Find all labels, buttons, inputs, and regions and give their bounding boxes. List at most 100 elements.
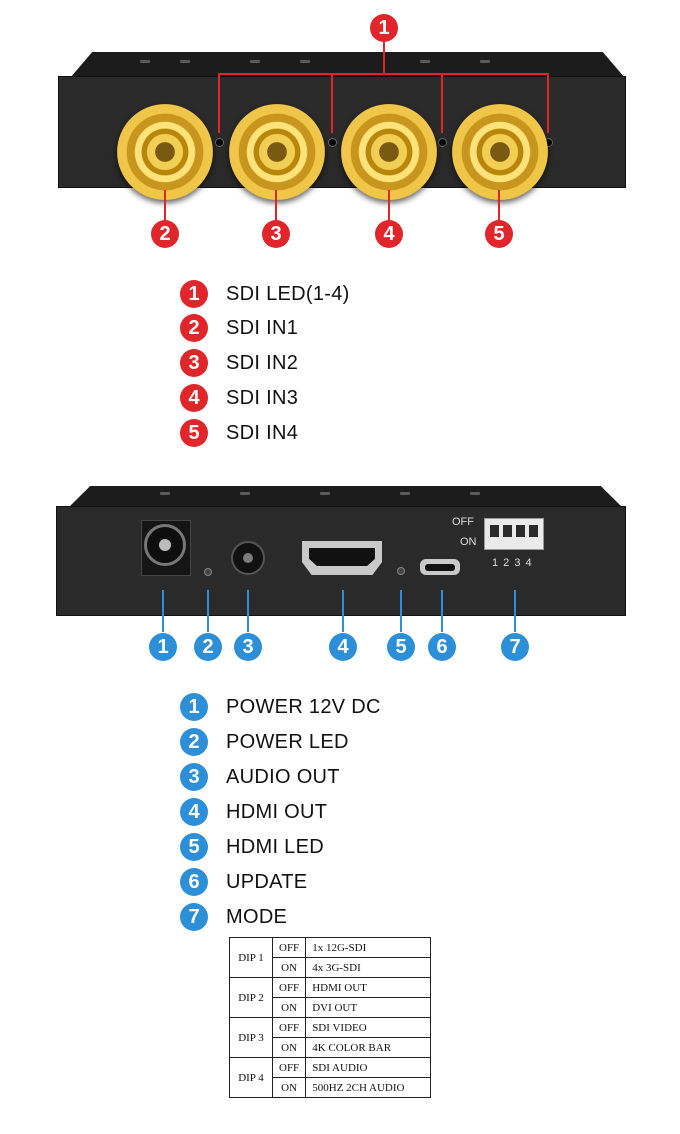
dip-off-desc: SDI AUDIO bbox=[305, 1057, 432, 1078]
callout-badge-1: 1 bbox=[149, 633, 177, 661]
vent bbox=[250, 60, 260, 63]
dip-switch-1 bbox=[490, 525, 499, 537]
power-jack bbox=[144, 524, 186, 566]
dip-switch-3 bbox=[516, 525, 525, 537]
callout-badge-1: 1 bbox=[370, 14, 398, 42]
legend-item: 7 MODE bbox=[180, 902, 287, 932]
callout-badge-2: 2 bbox=[151, 220, 179, 248]
dip-state-on: ON bbox=[271, 1037, 307, 1058]
dip-label: DIP 1 bbox=[229, 937, 273, 978]
vent bbox=[420, 60, 430, 63]
vent bbox=[240, 492, 250, 495]
legend-label: AUDIO OUT bbox=[226, 765, 340, 788]
callout-bracket bbox=[218, 73, 548, 75]
legend-item: 5 SDI IN4 bbox=[180, 418, 298, 448]
legend-item: 6 UPDATE bbox=[180, 867, 307, 897]
dip-switch-2 bbox=[503, 525, 512, 537]
vent bbox=[400, 492, 410, 495]
legend-badge: 2 bbox=[180, 314, 208, 342]
power-led bbox=[204, 568, 212, 576]
dip-on-label: ON bbox=[460, 536, 477, 548]
table-row: ON DVI OUT bbox=[230, 997, 432, 1018]
legend-badge: 7 bbox=[180, 903, 208, 931]
table-row: DIP 1 OFF 1x 12G-SDI bbox=[229, 937, 432, 978]
callout-line bbox=[498, 190, 500, 220]
table-row: DIP 4 OFF SDI AUDIO bbox=[229, 1057, 432, 1098]
sdi-led-3 bbox=[438, 138, 447, 147]
legend-item: 3 AUDIO OUT bbox=[180, 762, 340, 792]
bnc-connector-sdi-in4 bbox=[452, 104, 548, 200]
legend-badge: 4 bbox=[180, 798, 208, 826]
dip-off-desc: 1x 12G-SDI bbox=[305, 937, 432, 958]
dip-on-desc: 4K COLOR BAR bbox=[305, 1037, 432, 1058]
callout-line bbox=[441, 590, 443, 632]
callout-leg bbox=[441, 73, 443, 133]
dip-on-desc: 4x 3G-SDI bbox=[305, 957, 432, 978]
dip-on-desc: DVI OUT bbox=[305, 997, 432, 1018]
table-row: ON 500HZ 2CH AUDIO bbox=[230, 1077, 432, 1098]
callout-leg bbox=[547, 73, 549, 133]
dip-mode-table: DIP 1 OFF 1x 12G-SDI ON 4x 3G-SDI DIP 2 … bbox=[229, 937, 432, 1098]
dip-switch-4 bbox=[529, 525, 538, 537]
dip-label: DIP 4 bbox=[229, 1057, 273, 1098]
table-row: DIP 2 OFF HDMI OUT bbox=[229, 977, 432, 1018]
legend-item: 2 SDI IN1 bbox=[180, 313, 298, 343]
vent bbox=[180, 60, 190, 63]
table-row: ON 4K COLOR BAR bbox=[230, 1037, 432, 1058]
vent bbox=[470, 492, 480, 495]
legend-item: 4 HDMI OUT bbox=[180, 797, 327, 827]
legend-item: 1 POWER 12V DC bbox=[180, 692, 381, 722]
legend-badge: 3 bbox=[180, 763, 208, 791]
legend-badge: 6 bbox=[180, 868, 208, 896]
callout-stem bbox=[383, 38, 385, 74]
callout-badge-2: 2 bbox=[194, 633, 222, 661]
callout-line bbox=[162, 590, 164, 632]
legend-label: HDMI LED bbox=[226, 835, 324, 858]
callout-line bbox=[275, 190, 277, 220]
hdmi-port-inner bbox=[309, 548, 375, 566]
legend-item: 2 POWER LED bbox=[180, 727, 349, 757]
legend-item: 5 HDMI LED bbox=[180, 832, 324, 862]
callout-badge-3: 3 bbox=[262, 220, 290, 248]
callout-badge-4: 4 bbox=[375, 220, 403, 248]
callout-badge-4: 4 bbox=[329, 633, 357, 661]
legend-label: HDMI OUT bbox=[226, 800, 328, 823]
vent bbox=[140, 60, 150, 63]
callout-badge-3: 3 bbox=[234, 633, 262, 661]
dip-state-on: ON bbox=[271, 1077, 307, 1098]
dip-switch-block bbox=[484, 518, 544, 550]
callout-leg bbox=[218, 73, 220, 133]
vent bbox=[160, 492, 170, 495]
dip-on-desc: 500HZ 2CH AUDIO bbox=[305, 1077, 432, 1098]
callout-line bbox=[400, 590, 402, 632]
vent bbox=[320, 492, 330, 495]
sdi-led-2 bbox=[328, 138, 337, 147]
vent bbox=[300, 60, 310, 63]
callout-badge-6: 6 bbox=[428, 633, 456, 661]
callout-badge-5: 5 bbox=[485, 220, 513, 248]
legend-label: SDI LED(1-4) bbox=[226, 282, 350, 305]
bnc-connector-sdi-in3 bbox=[341, 104, 437, 200]
dip-state-off: OFF bbox=[271, 977, 307, 998]
dip-state-on: ON bbox=[271, 957, 307, 978]
callout-leg bbox=[331, 73, 333, 133]
usb-port-inner bbox=[425, 564, 455, 571]
legend-item: 3 SDI IN2 bbox=[180, 348, 298, 378]
dip-state-on: ON bbox=[271, 997, 307, 1018]
callout-line bbox=[388, 190, 390, 220]
hdmi-led bbox=[397, 567, 405, 575]
callout-line bbox=[207, 590, 209, 632]
legend-label: SDI IN2 bbox=[226, 351, 299, 374]
dip-label: DIP 2 bbox=[229, 977, 273, 1018]
sdi-led-1 bbox=[215, 138, 224, 147]
dip-state-off: OFF bbox=[271, 1057, 307, 1078]
legend-label: SDI IN1 bbox=[226, 316, 299, 339]
legend-badge: 5 bbox=[180, 833, 208, 861]
legend-label: SDI IN3 bbox=[226, 386, 299, 409]
legend-badge: 1 bbox=[180, 693, 208, 721]
legend-badge: 2 bbox=[180, 728, 208, 756]
dip-off-desc: SDI VIDEO bbox=[305, 1017, 432, 1038]
legend-label: UPDATE bbox=[226, 870, 308, 893]
legend-item: 1 SDI LED(1-4) bbox=[180, 279, 350, 309]
dip-off-label: OFF bbox=[452, 516, 474, 528]
